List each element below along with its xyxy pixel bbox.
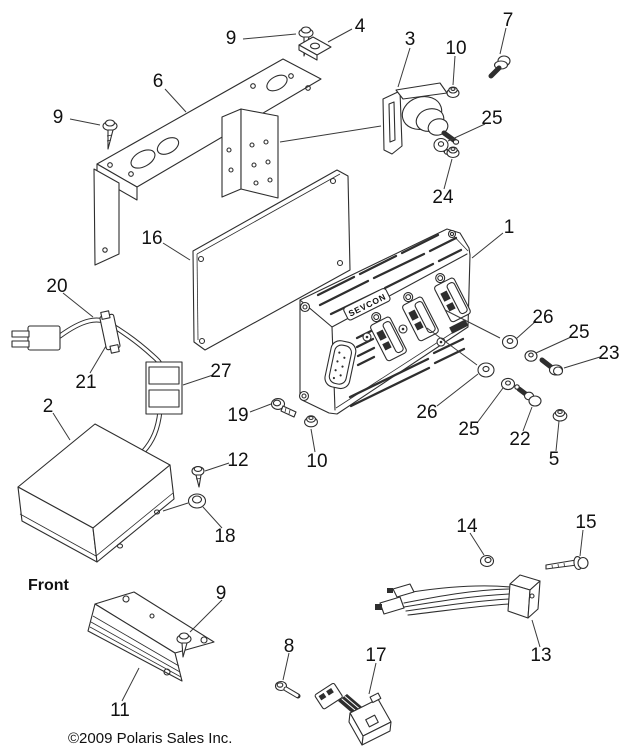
grommet-18 — [162, 493, 207, 512]
callout-2: 2 — [43, 396, 54, 417]
flange-nut-10-top — [446, 86, 460, 99]
connector-assembly-17 — [314, 682, 392, 746]
callout-9-bottom: 9 — [216, 583, 227, 604]
leader-lines — [52, 27, 601, 702]
callout-21: 21 — [75, 372, 96, 393]
bolt-15 — [545, 555, 589, 571]
solenoid-3 — [382, 82, 460, 155]
callout-labels: 9 4 7 3 10 25 24 1 6 9 16 20 21 27 2 19 … — [43, 10, 620, 721]
callout-25-right: 25 — [568, 322, 589, 343]
bolt-7 — [488, 55, 511, 79]
stud-22 — [514, 384, 542, 407]
spacer-plate-16 — [192, 169, 351, 351]
washer-25-left — [500, 377, 516, 391]
callout-14: 14 — [456, 516, 478, 537]
cable-clip-21 — [99, 310, 121, 354]
front-orientation-label: Front — [28, 577, 70, 594]
callout-27: 27 — [210, 361, 231, 382]
dsub-connector — [324, 340, 357, 390]
washer-25-right — [524, 350, 538, 362]
callout-5: 5 — [549, 449, 560, 470]
screw-8 — [274, 680, 301, 699]
callout-3: 3 — [405, 29, 416, 50]
callout-18: 18 — [214, 526, 235, 547]
flange-nut-5 — [552, 409, 568, 422]
copyright-text: ©2009 Polaris Sales Inc. — [68, 730, 232, 747]
washer-26-left — [477, 362, 495, 378]
callout-22: 22 — [509, 429, 530, 450]
screw-12 — [191, 465, 205, 488]
callout-25-solenoid: 25 — [481, 108, 502, 129]
bolt-19 — [270, 398, 297, 418]
callout-8: 8 — [284, 636, 295, 657]
bottom-bracket-11 — [87, 591, 215, 682]
callout-13: 13 — [530, 645, 551, 666]
screw-9-left — [102, 119, 118, 150]
flange-nut-14 — [479, 554, 495, 568]
mounting-bracket-6 — [93, 58, 382, 266]
callout-10-lower: 10 — [306, 451, 327, 472]
callout-4: 4 — [355, 16, 366, 37]
terminal-post — [370, 312, 407, 362]
cover-box-2 — [17, 423, 175, 563]
wire-harness-13 — [375, 574, 541, 619]
callout-20: 20 — [46, 276, 67, 297]
callout-16: 16 — [141, 228, 162, 249]
bolt-23 — [539, 357, 564, 376]
callout-9-left: 9 — [53, 107, 64, 128]
callout-17: 17 — [365, 645, 386, 666]
callout-23: 23 — [598, 343, 619, 364]
motor-controller-1: SEVCON — [298, 228, 471, 415]
callout-26-left: 26 — [416, 402, 437, 423]
callout-7: 7 — [503, 10, 514, 31]
callout-25-left: 25 — [458, 419, 479, 440]
terminal-post — [434, 273, 471, 323]
washer-26-right — [501, 334, 519, 350]
callout-6: 6 — [153, 71, 164, 92]
callout-24: 24 — [432, 187, 454, 208]
terminal-post — [402, 292, 439, 342]
callout-11: 11 — [110, 700, 130, 721]
screw-9-bottom — [176, 632, 192, 658]
callout-10-top: 10 — [445, 38, 466, 59]
clip-nut-4 — [298, 36, 332, 61]
callout-15: 15 — [575, 512, 596, 533]
callout-19: 19 — [227, 405, 248, 426]
callout-12: 12 — [227, 450, 248, 471]
flange-nut-24 — [446, 146, 460, 159]
callout-9-top: 9 — [226, 28, 237, 49]
callout-26-right: 26 — [532, 307, 553, 328]
callout-1: 1 — [504, 217, 515, 238]
washer-25-solenoid — [433, 137, 449, 153]
flange-nut-10-lower — [304, 415, 318, 428]
resistor-block-27 — [145, 361, 183, 415]
